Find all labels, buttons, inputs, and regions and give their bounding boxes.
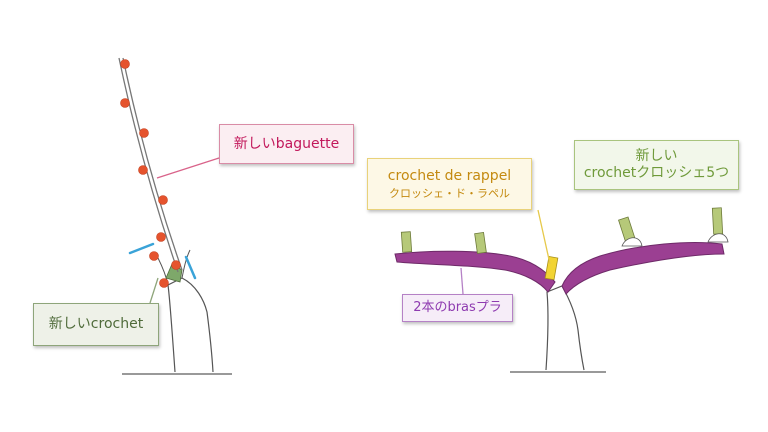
old-spurs-left-arm — [400, 231, 487, 254]
bud-markers — [120, 59, 181, 288]
right-trunk — [545, 285, 585, 371]
label-new-crochet-text: 新しいcrochet — [48, 316, 144, 333]
spur — [400, 231, 413, 253]
new-baguette-cane-edge — [122, 57, 183, 271]
label-new-crochets: 新しい crochetクロッシェ5つ — [574, 140, 739, 190]
spur — [711, 207, 724, 235]
bud-marker — [120, 98, 130, 108]
new-baguette-cane — [118, 57, 179, 273]
left-bras-arm — [394, 250, 556, 293]
right-vine — [394, 207, 729, 373]
left-trunk — [167, 277, 214, 373]
bud-marker — [156, 232, 166, 242]
crochet-de-rappel — [544, 256, 559, 281]
bud-marker — [149, 251, 159, 261]
spur — [474, 231, 487, 254]
label-new-baguette-text: 新しいbaguette — [233, 135, 340, 152]
bud-marker — [139, 128, 149, 138]
bud-marker — [159, 278, 169, 288]
label-new-baguette: 新しいbaguette — [219, 124, 354, 164]
callout-line-crochet — [149, 277, 159, 304]
label-new-crochet: 新しいcrochet — [33, 303, 159, 346]
label-two-bras-text: 2本のbrasプラ — [413, 300, 502, 316]
label-rappel-line2: クロッシェ・ド・ラペル — [389, 186, 510, 200]
bud-marker — [138, 165, 148, 175]
label-new-crochets-line2: crochetクロッシェ5つ — [583, 165, 730, 181]
left-trunk-old-shoot-2 — [181, 249, 191, 279]
spur-base — [621, 237, 643, 247]
label-crochet-de-rappel: crochet de rappel クロッシェ・ド・ラペル — [367, 158, 532, 210]
callout-line-baguette — [156, 157, 220, 179]
cut-mark-icon — [184, 255, 197, 280]
right-bras-arm — [561, 242, 725, 295]
callout-line-bras — [460, 267, 464, 295]
bud-marker — [120, 59, 130, 69]
callout-line-rappel — [537, 209, 551, 265]
new-crochets-right-arm — [618, 207, 729, 247]
bud-marker — [171, 260, 181, 270]
label-two-bras: 2本のbrasプラ — [402, 294, 513, 322]
cut-mark-icon — [128, 242, 155, 255]
spur-base — [707, 233, 729, 243]
left-vine — [118, 57, 232, 375]
label-new-crochets-line1: 新しい — [635, 148, 678, 165]
bud-marker — [158, 195, 168, 205]
label-rappel-line1: crochet de rappel — [387, 168, 512, 184]
